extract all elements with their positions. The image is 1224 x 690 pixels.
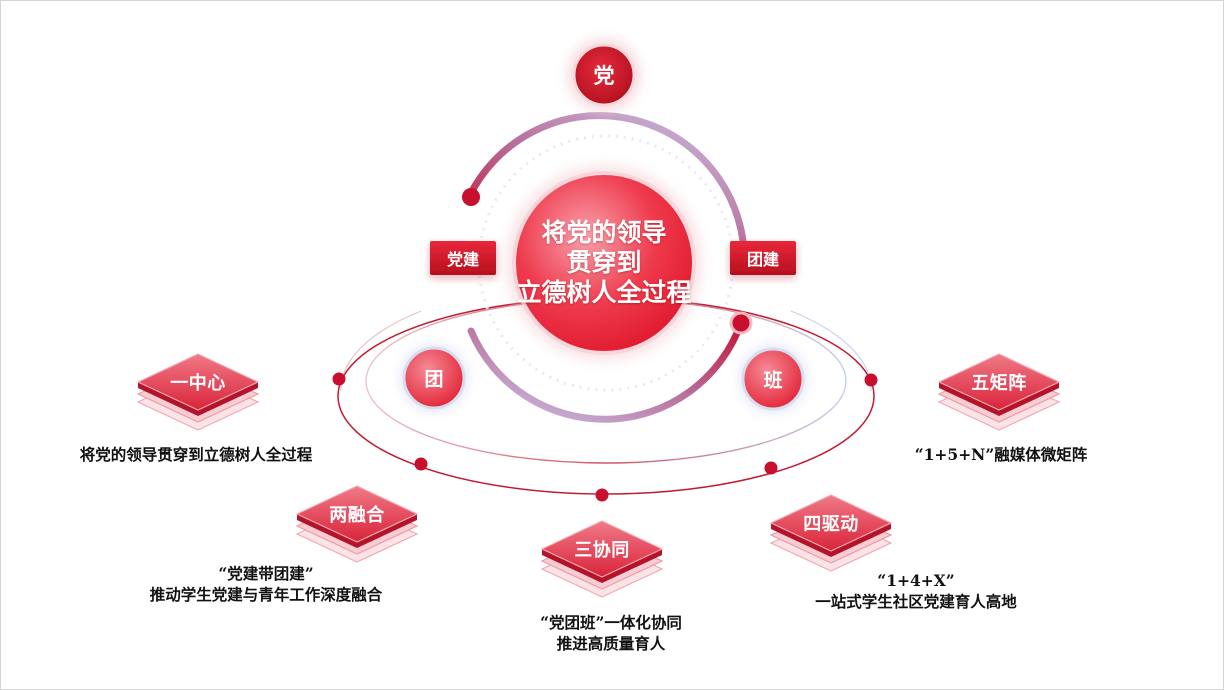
tile (540, 520, 664, 598)
tile-side (138, 382, 258, 416)
side-circles (401, 345, 806, 412)
tile-description-line: 推动学生党建与青年工作深度融合 (149, 585, 383, 604)
tile-title: 五矩阵 (971, 373, 1027, 394)
tile-description: 将党的领导贯穿到立德树人全过程 (41, 444, 351, 465)
tile (136, 353, 260, 431)
tile-title: 一中心 (170, 373, 226, 394)
tile-top-face (295, 485, 419, 543)
tag-left-bg (430, 241, 496, 275)
tag-left-label: 党建 (446, 250, 480, 269)
tile (769, 494, 893, 572)
arc-endpoint-dot (462, 188, 480, 206)
orbit-dot (332, 372, 346, 386)
center-circle (506, 165, 702, 361)
tile-top-face (540, 520, 664, 578)
center-title-line: 将党的领导 (541, 218, 667, 247)
arc-top-left (465, 112, 747, 245)
orbit-dot (864, 373, 878, 387)
tile-description-line: “1+5+N”融媒体微矩阵 (914, 445, 1088, 464)
tile-description-line: “党团班”一体化协同 (540, 613, 682, 632)
tile-description: “党建带团建” 推动学生党建与青年工作深度融合 (111, 563, 421, 605)
arc-endpoint-dot (729, 311, 753, 335)
orbit-dot (764, 461, 778, 475)
tile (295, 485, 419, 563)
circle-left-label: 团 (424, 368, 444, 391)
tile-top-face (937, 353, 1061, 411)
tag-right-bg (730, 241, 796, 275)
tile-side (542, 549, 662, 583)
tile-description-line: 将党的领导贯穿到立德树人全过程 (79, 445, 313, 464)
tile-description-line: “党建带团建” (218, 564, 314, 583)
tile-title: 三协同 (574, 540, 630, 561)
tile (937, 353, 1061, 431)
tile-top-face (136, 353, 260, 411)
tile-description: “1+4+X” 一站式学生社区党建育人高地 (771, 570, 1061, 612)
tile-description: “党团班”一体化协同 推进高质量育人 (471, 612, 751, 654)
tags (430, 241, 796, 275)
tile-description-line: 一站式学生社区党建育人高地 (815, 592, 1017, 611)
tile-title: 四驱动 (803, 514, 859, 535)
tile-description: “1+5+N”融媒体微矩阵 (871, 444, 1131, 465)
center-title-line: 立德树人全过程 (516, 278, 692, 307)
circle-right-label: 班 (763, 369, 783, 392)
tile-description-line: 推进高质量育人 (556, 634, 666, 653)
tile-side (939, 382, 1059, 416)
arc-bottom-right (467, 319, 745, 423)
orbit-dot (595, 488, 609, 502)
center-title: 将党的领导 贯穿到 立德树人全过程 (516, 218, 691, 308)
center-title-line: 贯穿到 (566, 248, 642, 277)
top-circle-label: 党 (593, 63, 615, 88)
orbit-dot (414, 457, 428, 471)
tile-title: 两融合 (329, 505, 385, 526)
top-circle (568, 39, 640, 111)
tile-side (771, 523, 891, 557)
tile-side (297, 514, 417, 548)
tiles-layer (136, 353, 1061, 598)
orbit-dots (332, 372, 878, 502)
tile-description-line: “1+4+X” (877, 571, 955, 590)
tile-top-face (769, 494, 893, 552)
tag-right-label: 团建 (746, 250, 780, 269)
